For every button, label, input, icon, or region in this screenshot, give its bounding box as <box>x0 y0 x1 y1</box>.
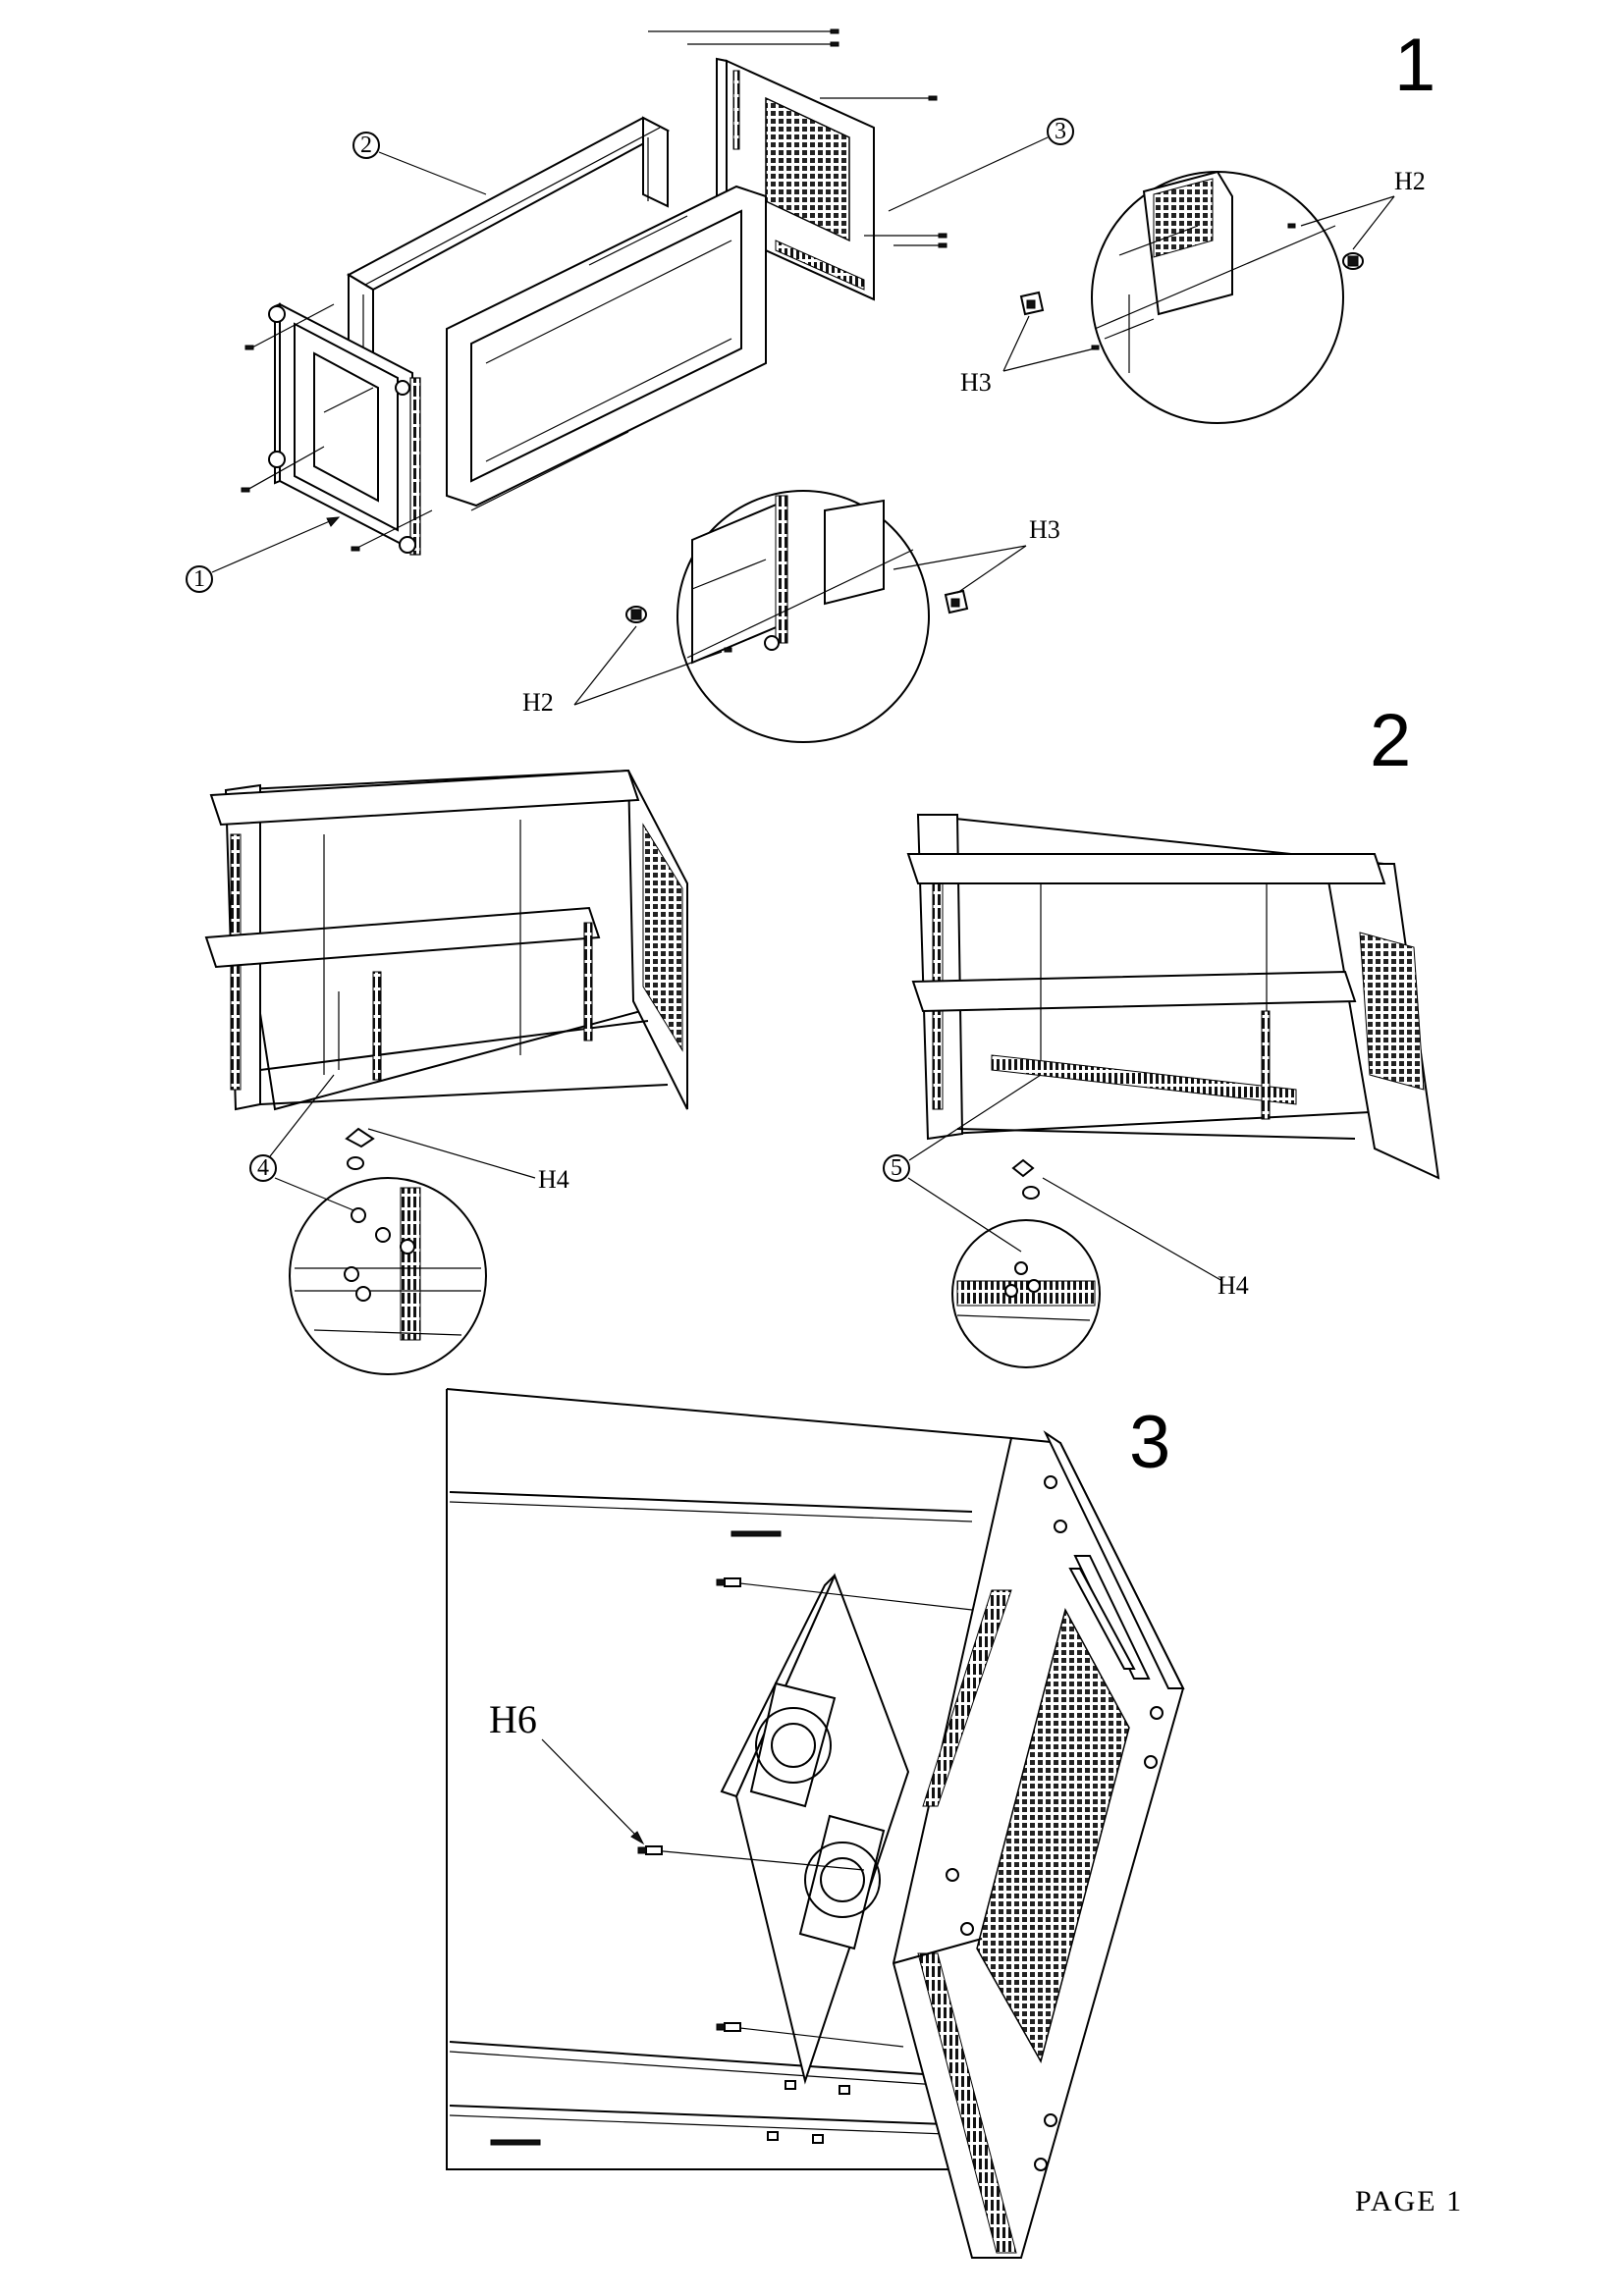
label-h6: H6 <box>489 1697 537 1741</box>
part-callout-4: 4 <box>257 1155 269 1181</box>
label-h4-right: H4 <box>1218 1271 1249 1300</box>
step2-right-cabinet: 5 H4 <box>883 813 1440 1368</box>
step2-left-cabinet: 4 H4 <box>204 769 688 1375</box>
label-h3-detail-a: H3 <box>960 368 992 397</box>
step-number-2: 2 <box>1370 699 1411 782</box>
step1-screws <box>241 28 947 552</box>
step1-exploded-frame: 2 3 1 <box>186 28 1074 593</box>
label-h2-detail-b: H2 <box>522 688 554 717</box>
part-callout-1: 1 <box>193 566 205 592</box>
label-h4-left: H4 <box>538 1165 569 1194</box>
step3-fan-tray-assembly: H6 <box>446 1388 1185 2259</box>
label-h2-detail-a: H2 <box>1394 167 1426 195</box>
page-number: PAGE 1 <box>1355 2185 1463 2217</box>
step1-detail-b: H3 H2 <box>522 490 1060 743</box>
step1-detail-a: H2 H3 <box>960 167 1426 424</box>
step-number-3: 3 <box>1129 1401 1170 1484</box>
step-number-1: 1 <box>1394 24 1435 107</box>
label-h3-detail-b: H3 <box>1029 515 1060 544</box>
part-callout-5: 5 <box>891 1155 902 1181</box>
part-callout-3: 3 <box>1055 119 1066 144</box>
part-callout-2: 2 <box>360 133 372 158</box>
